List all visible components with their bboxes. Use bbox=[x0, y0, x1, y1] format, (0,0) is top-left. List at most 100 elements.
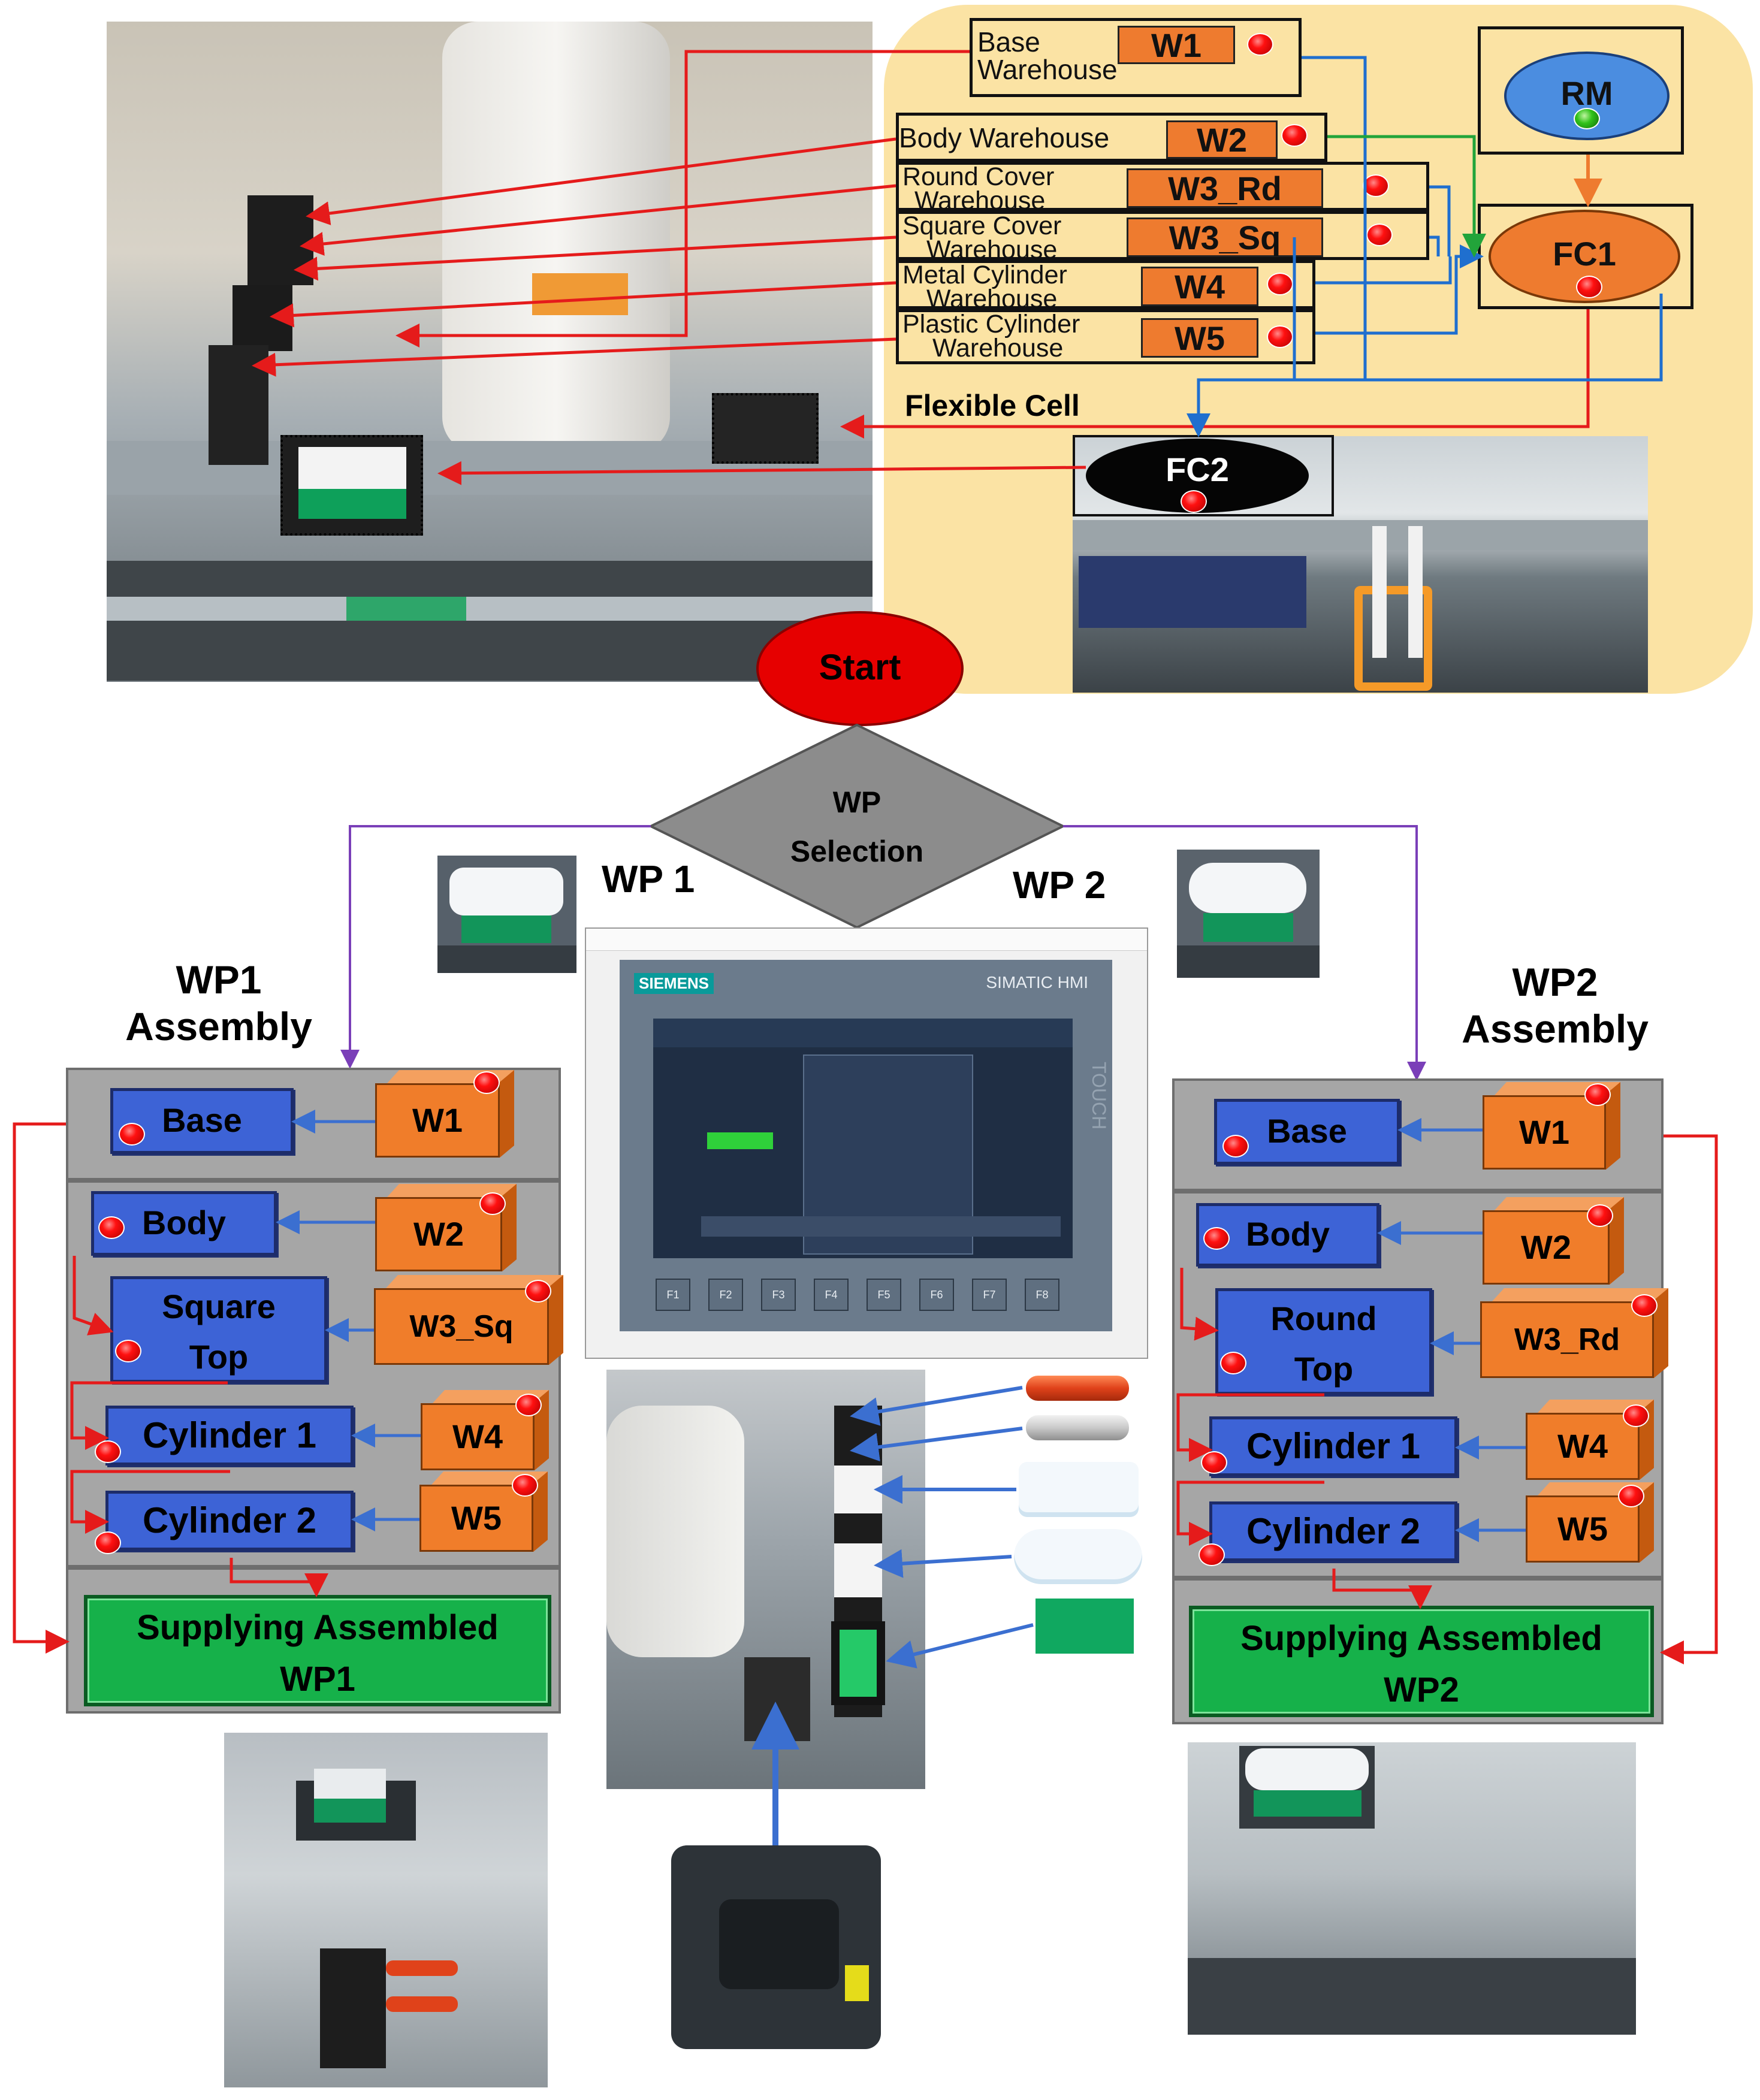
warehouse-w3sq-code: W3_Sq bbox=[1127, 217, 1323, 257]
warehouse-w2-code: W2 bbox=[1166, 120, 1278, 159]
hmi-fkey[interactable]: F5 bbox=[867, 1279, 901, 1311]
wp2-thumbnail bbox=[1177, 850, 1320, 978]
warehouse-w4-code: W4 bbox=[1141, 267, 1258, 306]
base-pallet-photo bbox=[671, 1845, 881, 2049]
hmi-fkey[interactable]: F2 bbox=[708, 1279, 743, 1311]
hmi-fkey[interactable]: F1 bbox=[656, 1279, 690, 1311]
fc2-label: FC2 bbox=[1166, 451, 1229, 488]
wp1-source-w3sq: W3_Sq bbox=[374, 1275, 563, 1365]
hmi-side-label: TOUCH bbox=[1088, 1062, 1110, 1130]
robot-cell-photo bbox=[107, 22, 873, 682]
hmi-fkey[interactable]: F4 bbox=[814, 1279, 849, 1311]
w3rd-to-photo-arrow bbox=[300, 184, 896, 256]
w4-to-photo-arrow bbox=[270, 281, 896, 328]
wp2-w2-led bbox=[1587, 1204, 1613, 1227]
square-cover-part-icon bbox=[1019, 1462, 1139, 1517]
flexible-cell-arrows bbox=[252, 50, 1663, 485]
hmi-fkey[interactable]: F8 bbox=[1025, 1279, 1059, 1311]
wp2-step-cylinder2: Cylinder 2 bbox=[1209, 1501, 1457, 1561]
warehouse-w1-code: W1 bbox=[1118, 26, 1235, 64]
wp2-step-base: Base bbox=[1214, 1099, 1400, 1165]
decision-label-line1: WP bbox=[832, 785, 881, 819]
wp1-base-led bbox=[119, 1123, 145, 1146]
start-label: Start bbox=[819, 647, 901, 687]
wp1-step-cylinder1: Cylinder 1 bbox=[105, 1406, 354, 1466]
decision-label-line2: Selection bbox=[790, 835, 924, 868]
wp1-source-w1: W1 bbox=[375, 1070, 514, 1158]
wp2-delivery-photo bbox=[1188, 1742, 1636, 2035]
wp2-base-led bbox=[1222, 1135, 1249, 1158]
hmi-product: SIMATIC HMI bbox=[986, 973, 1088, 992]
metal-cylinder-part-icon bbox=[1026, 1376, 1129, 1401]
rm-status-led bbox=[1574, 108, 1600, 129]
wp2-w4-led bbox=[1623, 1404, 1649, 1427]
rm-box bbox=[1478, 26, 1684, 155]
w2-to-photo-arrow bbox=[306, 137, 896, 225]
assembly-flow-arrows bbox=[13, 1110, 1718, 1664]
rm-label: RM bbox=[1560, 74, 1613, 112]
center-parts-arrows bbox=[340, 825, 1426, 1845]
wp2-body-led bbox=[1203, 1227, 1230, 1250]
hmi-screen[interactable] bbox=[653, 1019, 1073, 1258]
wp2-w3rd-led bbox=[1631, 1294, 1658, 1317]
w2-to-fc1-arrow bbox=[1327, 135, 1486, 258]
wp1-delivery-photo bbox=[224, 1733, 548, 2087]
warehouse-w2-label: Body Warehouse bbox=[899, 122, 1110, 153]
wp2-source-w3rd: W3_Rd bbox=[1480, 1288, 1668, 1378]
plastic-cylinder-part-icon bbox=[1026, 1415, 1129, 1440]
wp2-source-w5: W5 bbox=[1526, 1482, 1654, 1563]
wp2-w1-led bbox=[1584, 1083, 1611, 1106]
warehouse-w5-code: W5 bbox=[1141, 318, 1258, 358]
wp1-w5-led bbox=[512, 1474, 538, 1497]
w3sq-to-photo-arrow bbox=[294, 235, 896, 281]
wp2-round-top-led bbox=[1220, 1352, 1246, 1374]
wp2-cylinder2-led bbox=[1199, 1543, 1225, 1566]
wp2-step-cylinder1: Cylinder 1 bbox=[1209, 1416, 1457, 1476]
w3rd-status-led bbox=[1363, 174, 1389, 197]
hmi-brand: SIEMENS bbox=[634, 973, 714, 994]
hmi-fkey[interactable]: F7 bbox=[972, 1279, 1007, 1311]
fc1-label: FC1 bbox=[1553, 235, 1616, 273]
w3sq-status-led bbox=[1366, 223, 1393, 246]
wp1-square-top-led bbox=[115, 1340, 141, 1362]
wp2-source-w2: W2 bbox=[1483, 1197, 1624, 1285]
w1-to-photo-arrow bbox=[396, 50, 970, 348]
round-cover-part-icon bbox=[1014, 1529, 1142, 1584]
hmi-fkey[interactable]: F3 bbox=[761, 1279, 796, 1311]
w1-status-led bbox=[1247, 33, 1273, 56]
warehouse-w3rd-code: W3_Rd bbox=[1127, 168, 1323, 208]
wp1-thumbnail bbox=[437, 856, 576, 973]
w5-status-led bbox=[1267, 325, 1293, 348]
wp1-w3sq-led bbox=[525, 1280, 551, 1303]
wp1-w1-led bbox=[473, 1071, 500, 1094]
hmi-window: SIEMENS SIMATIC HMI TOUCH F1 F2 F3 F4 F5… bbox=[585, 927, 1148, 1359]
wp1-body-led bbox=[98, 1216, 125, 1239]
hmi-fkey[interactable]: F6 bbox=[919, 1279, 954, 1311]
fc1-to-photo-arrow bbox=[840, 309, 1590, 439]
flexible-cell-label: Flexible Cell bbox=[905, 389, 1080, 422]
w4-status-led bbox=[1267, 273, 1293, 295]
start-node[interactable]: Start bbox=[756, 611, 964, 726]
body-part-icon bbox=[1036, 1599, 1134, 1654]
wp1-step-base: Base bbox=[110, 1088, 294, 1154]
wp2-source-w1: W1 bbox=[1483, 1082, 1620, 1170]
wp2-branch-label: WP 2 bbox=[1013, 863, 1106, 907]
hmi-fkey-row: F1 F2 F3 F4 F5 F6 F7 F8 bbox=[653, 1279, 1073, 1312]
w2-status-led bbox=[1281, 124, 1308, 147]
w5-to-photo-arrow bbox=[252, 337, 896, 377]
warehouse-w2-box: Body Warehouse W2 bbox=[896, 113, 1327, 162]
wp1-w4-led bbox=[515, 1394, 542, 1416]
